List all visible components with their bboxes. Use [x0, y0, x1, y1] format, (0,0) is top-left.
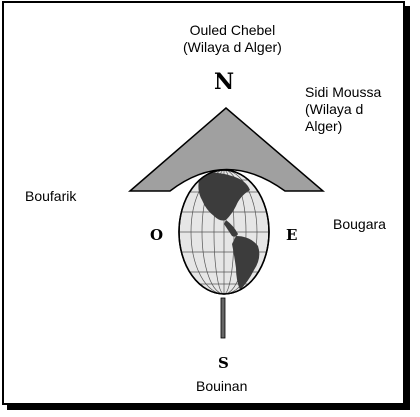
compass-south-letter: S	[218, 354, 229, 372]
compass-needle	[221, 298, 225, 338]
label-east: Bougara	[333, 216, 386, 233]
label-north-line2: (Wilaya d Alger)	[183, 39, 282, 56]
compass-north-letter: N	[214, 69, 234, 95]
label-north: Ouled Chebel (Wilaya d Alger)	[183, 22, 282, 56]
label-northeast-line3: Alger)	[305, 118, 381, 135]
label-south: Bouinan	[196, 378, 247, 395]
label-northeast: Sidi Moussa (Wilaya d Alger)	[305, 84, 381, 135]
label-west: Boufarik	[25, 188, 76, 205]
compass-west-letter: O	[150, 226, 163, 244]
globe	[179, 170, 269, 294]
label-north-line1: Ouled Chebel	[183, 22, 282, 39]
label-northeast-line2: (Wilaya d	[305, 101, 381, 118]
label-northeast-line1: Sidi Moussa	[305, 84, 381, 101]
compass-east-letter: E	[286, 226, 297, 244]
